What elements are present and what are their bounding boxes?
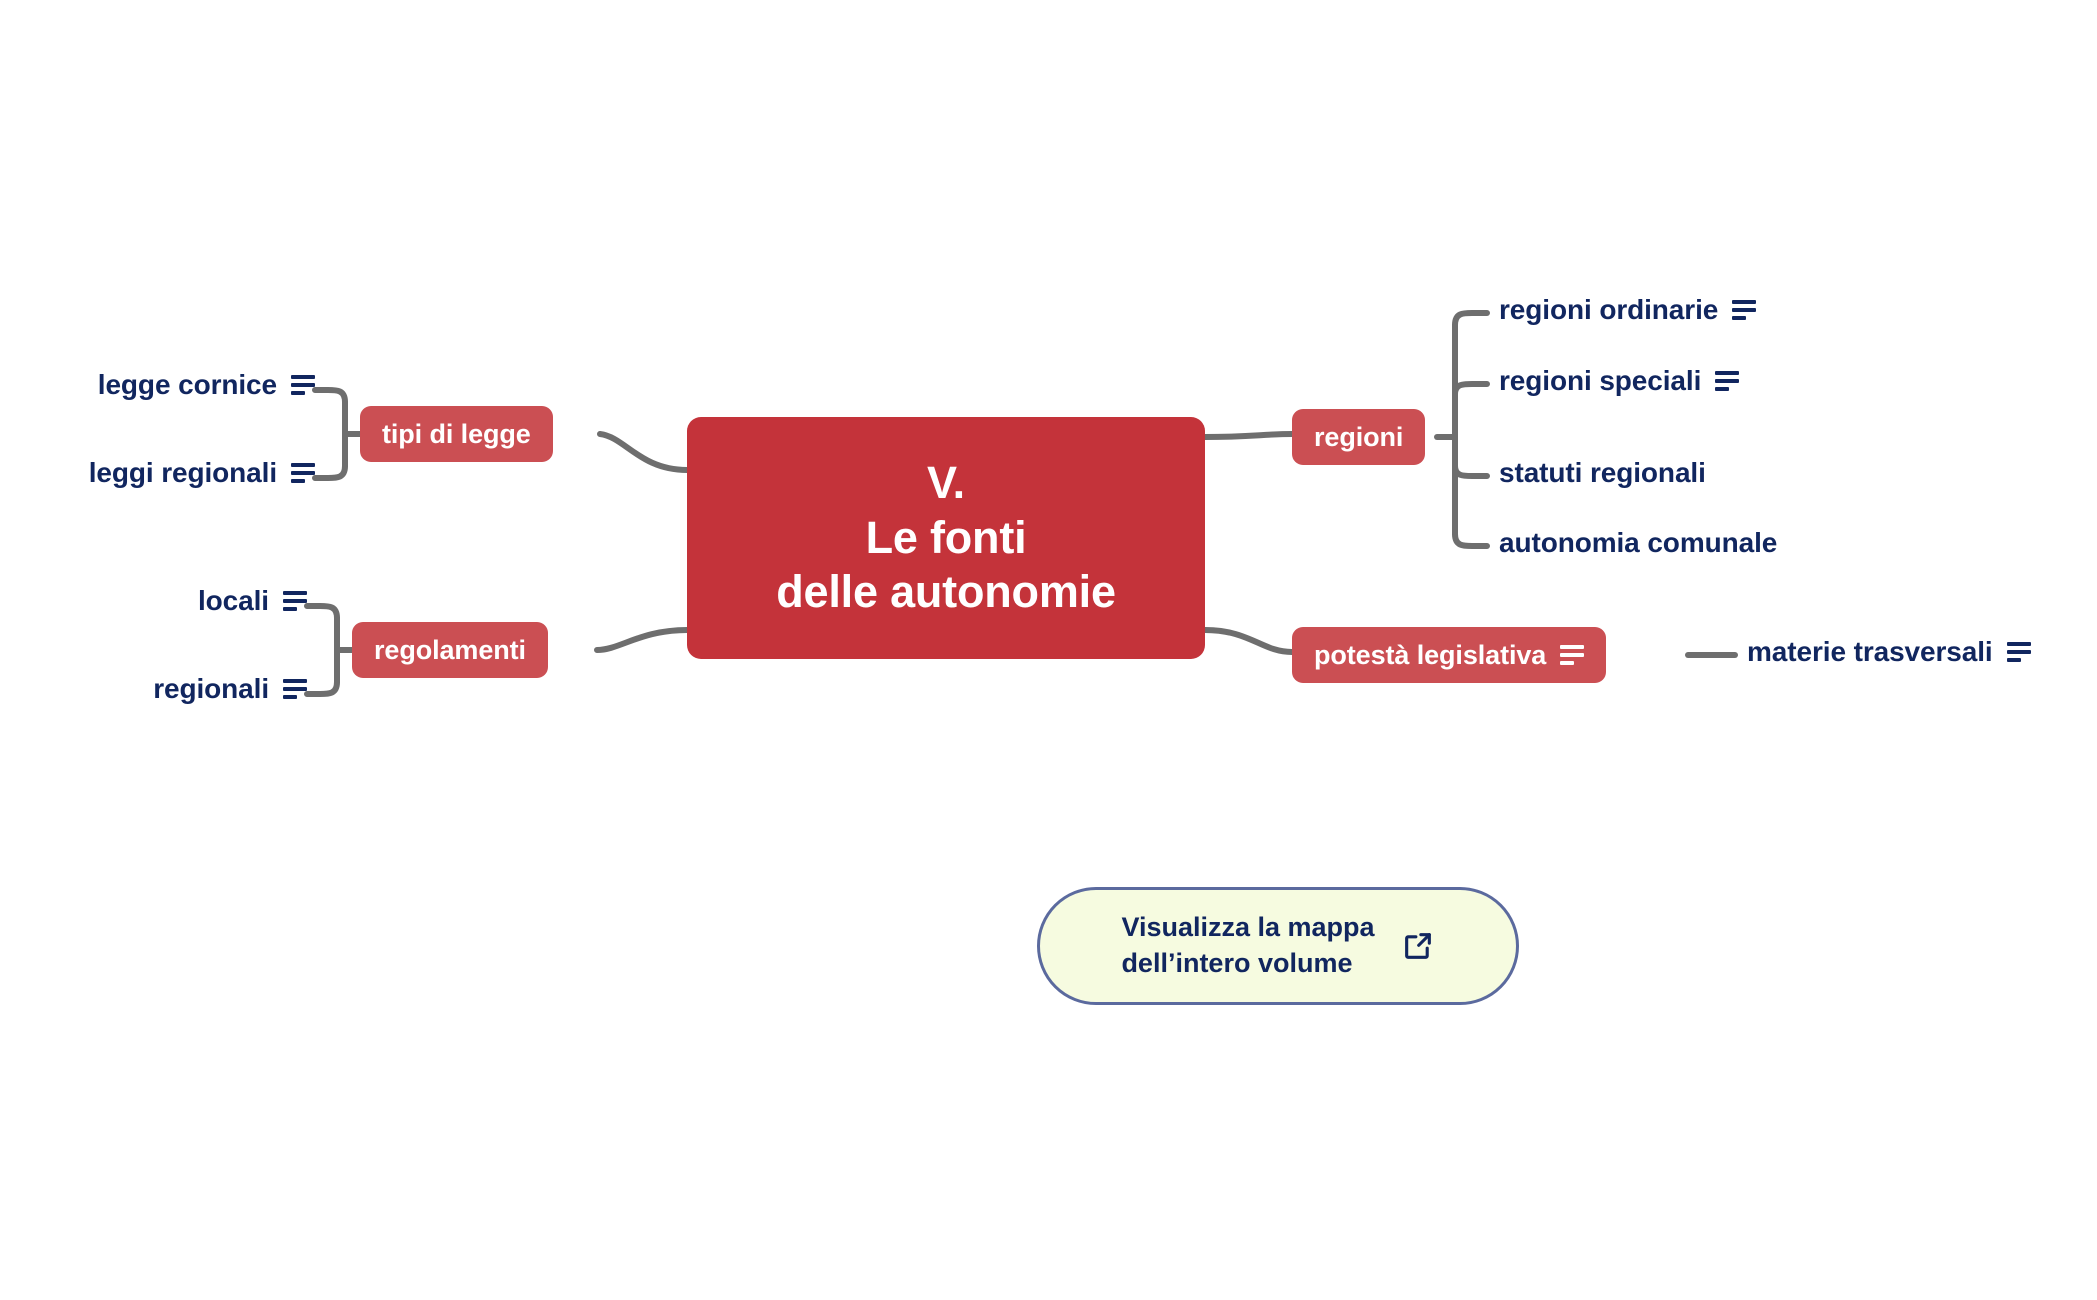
branch-label: potestà legislativa (1314, 639, 1547, 670)
view-full-volume-map-button[interactable]: Visualizza la mappa dell’intero volume (1037, 887, 1519, 1005)
leaf-node-regioni-speciali[interactable]: regioni speciali (1499, 365, 1740, 397)
leaf-node-regioni-ordinarie[interactable]: regioni ordinarie (1499, 294, 1757, 326)
branch-node-potesta-legislativa[interactable]: potestà legislativa (1292, 627, 1607, 683)
branch-node-tipi-di-legge[interactable]: tipi di legge (360, 406, 553, 462)
leaf-label: autonomia comunale (1499, 527, 1778, 558)
note-icon[interactable] (283, 591, 307, 611)
branch-label: regolamenti (374, 634, 526, 665)
note-icon[interactable] (283, 679, 307, 699)
leaf-label: statuti regionali (1499, 457, 1706, 488)
leaf-node-leggi-regionali[interactable]: leggi regionali (0, 457, 315, 489)
leaf-node-materie-trasversali[interactable]: materie trasversali (1747, 636, 2031, 668)
note-icon[interactable] (2006, 642, 2031, 662)
leaf-node-locali[interactable]: locali (0, 585, 307, 617)
leaf-label: leggi regionali (88, 457, 277, 488)
branch-label: regioni (1314, 421, 1404, 452)
leaf-label: legge cornice (97, 369, 277, 400)
leaf-node-regionali[interactable]: regionali (0, 673, 307, 705)
note-icon[interactable] (291, 375, 315, 395)
note-icon[interactable] (1732, 300, 1757, 320)
central-node[interactable]: V. Le fonti delle autonomie (687, 417, 1205, 659)
branch-node-regolamenti[interactable]: regolamenti (352, 622, 548, 678)
leaf-node-statuti-regionali[interactable]: statuti regionali (1499, 457, 1706, 489)
branch-node-regioni[interactable]: regioni (1292, 409, 1426, 465)
leaf-label: regionali (153, 673, 269, 704)
leaf-label: regioni speciali (1499, 365, 1702, 396)
note-icon[interactable] (1715, 371, 1740, 391)
note-icon[interactable] (1560, 645, 1585, 665)
external-link-icon (1404, 933, 1431, 959)
leaf-node-autonomia-comunale[interactable]: autonomia comunale (1499, 527, 1777, 559)
central-node-title: V. Le fonti delle autonomie (776, 456, 1116, 618)
leaf-label: materie trasversali (1747, 636, 1993, 667)
leaf-label: locali (198, 585, 269, 616)
view-full-volume-map-label: Visualizza la mappa dell’intero volume (1121, 912, 1375, 978)
note-icon[interactable] (291, 463, 315, 483)
branch-label: tipi di legge (382, 418, 531, 449)
leaf-node-legge-cornice[interactable]: legge cornice (0, 369, 315, 401)
leaf-label: regioni ordinarie (1499, 294, 1719, 325)
